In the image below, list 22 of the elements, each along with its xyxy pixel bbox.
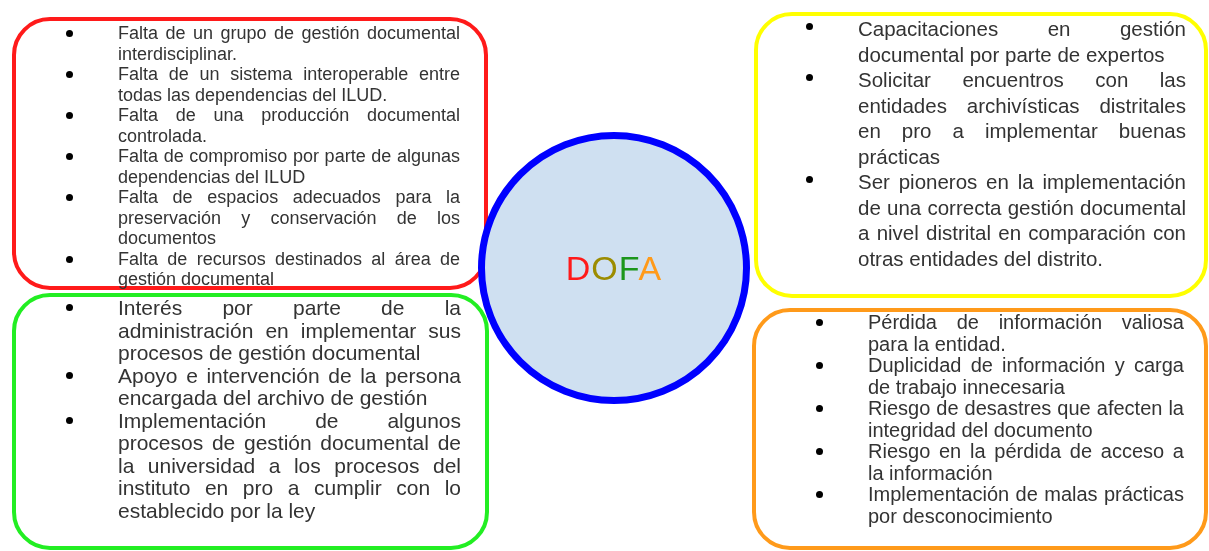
bullet-item: Implementación de malas prácticas por desconocimiento — [868, 484, 1184, 527]
bullet-item: Implementación de algunos procesos de gestión documental de la universidad a los procesos del instituto en pro a cumplir con lo establecido por la ley — [118, 409, 461, 522]
bullet-item: Capacitaciones en gestión documental por parte de expertos — [858, 16, 1186, 67]
center-title: DOFA — [565, 247, 663, 289]
bullet-item: Falta de un sistema interoperable entre todas las dependencias del ILUD. — [118, 64, 460, 105]
bullet-item: Interés por parte de la administración en implementar sus procesos de gestión documental — [118, 297, 461, 365]
bullet-item: Solicitar encuentros con las entidades archivísticas distritales en pro a implementar buenas prácticas — [858, 67, 1186, 169]
bullet-item: Falta de una producción documental controlada. — [118, 105, 460, 146]
bullet-item: Falta de espacios adecuados para la preservación y conservación de los documentos — [118, 187, 460, 249]
bullet-item: Riesgo de desastres que afecten la integridad del documento — [868, 398, 1184, 441]
bullet-item: Duplicidad de información y carga de trabajo innecesaria — [868, 355, 1184, 398]
bullet-item: Falta de compromiso por parte de algunas dependencias del ILUD — [118, 146, 460, 187]
bullet-item: Falta de un grupo de gestión documental interdisciplinar. — [118, 23, 460, 64]
rounded-list-box — [12, 17, 488, 290]
bullet-item: Riesgo en la pérdida de acceso a la información — [868, 441, 1184, 484]
bullet-item: Pérdida de información valiosa para la entidad. — [868, 312, 1184, 355]
bullet-item: Ser pioneros en la implementación de una correcta gestión documental a nivel distrital en comparación con otras entidades del distrito. — [858, 169, 1186, 271]
bullet-item: Falta de recursos destinados al área de gestión documental — [118, 248, 460, 290]
rounded-list-box — [752, 308, 1208, 550]
rounded-list-box — [12, 293, 489, 550]
bullet-item: Apoyo e intervención de la persona encargada del archivo de gestión — [118, 364, 461, 410]
rounded-list-box — [754, 12, 1208, 298]
